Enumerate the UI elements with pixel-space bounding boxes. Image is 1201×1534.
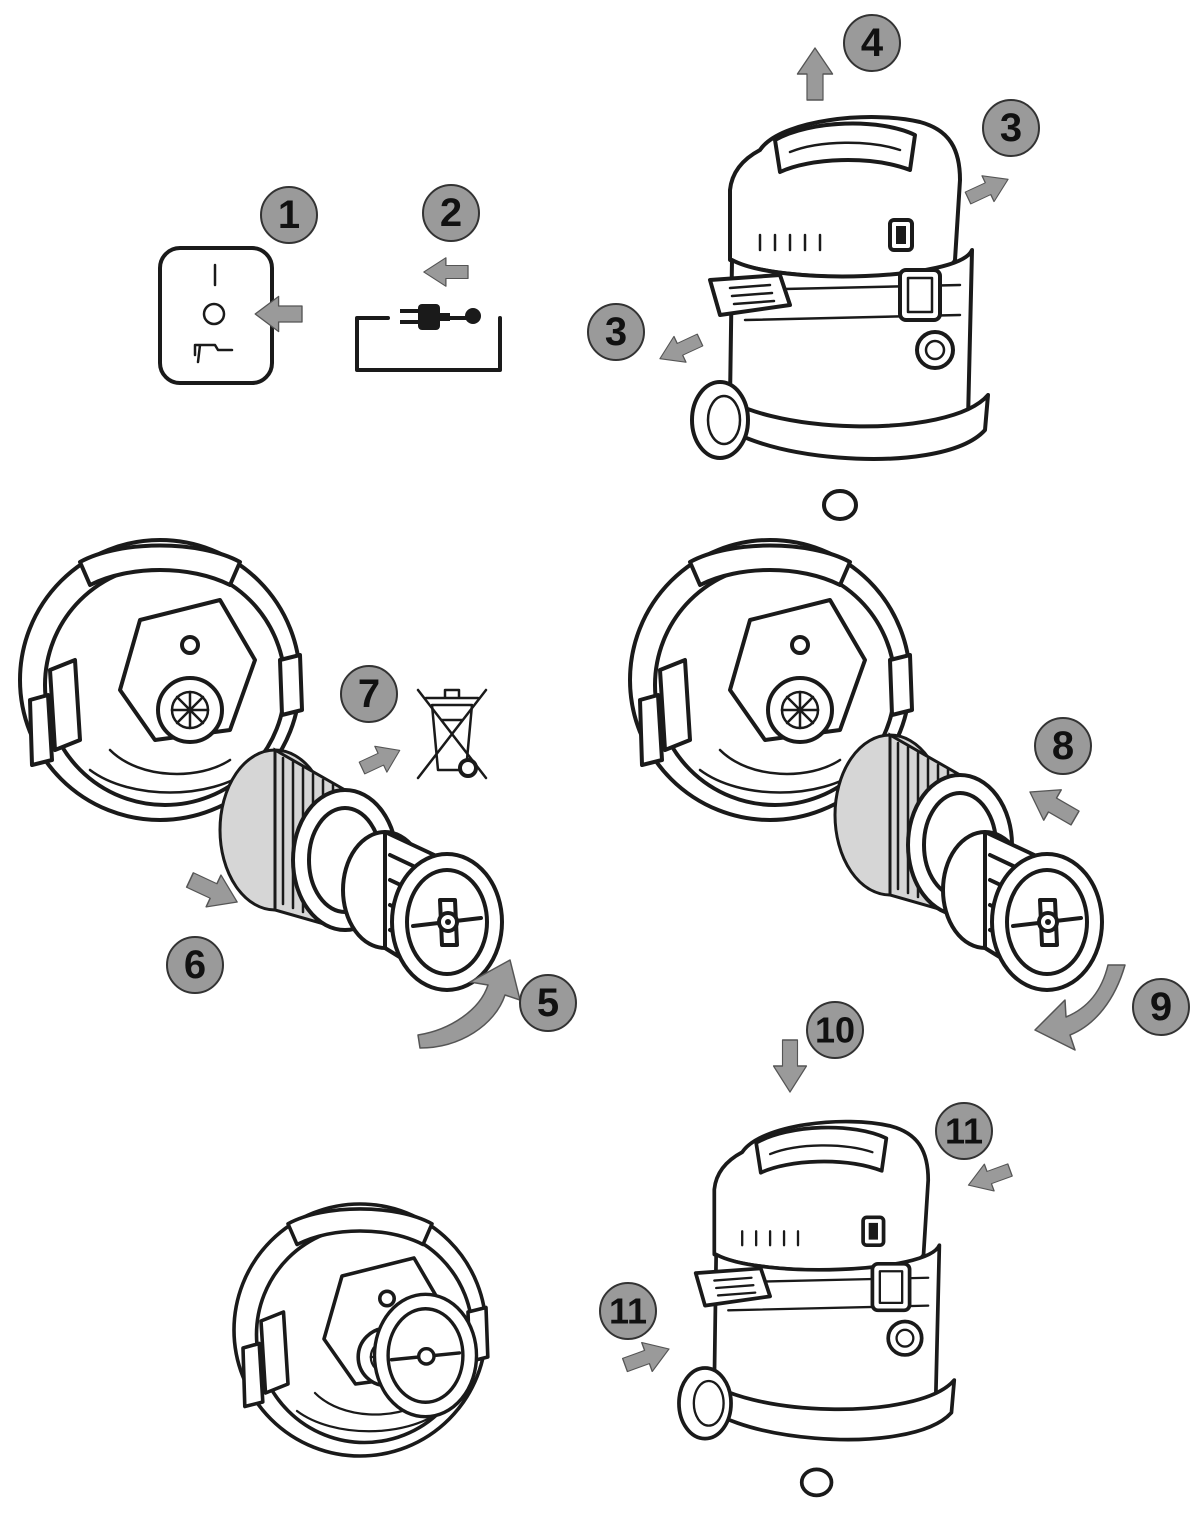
step-badge-11-left: 11 (599, 1282, 657, 1340)
screw-basket-arrow (1034, 964, 1126, 1051)
unplug-diagram (355, 257, 502, 372)
svg-text:11: 11 (609, 1291, 647, 1332)
lift-lid-arrow (796, 47, 834, 101)
insert-filter-arrow (1020, 776, 1085, 834)
step-badge-9: 9 (1132, 978, 1190, 1036)
power-tool-icon (193, 343, 234, 364)
svg-text:4: 4 (861, 21, 884, 65)
release-latch-arrow-left (653, 326, 707, 373)
step-badge-3-left: 3 (587, 303, 645, 361)
socket-icon (465, 308, 481, 324)
close-latch-arrow-right (962, 1155, 1016, 1200)
step-badge-5: 5 (519, 974, 577, 1032)
filter-basket-install (941, 830, 1104, 992)
dispose-arrow (355, 736, 407, 782)
svg-text:7: 7 (358, 672, 380, 716)
lower-lid-arrow (772, 1039, 808, 1093)
svg-text:3: 3 (1000, 106, 1022, 150)
step-badge-11-right: 11 (935, 1102, 993, 1160)
step-badge-3-right: 3 (982, 99, 1040, 157)
svg-text:5: 5 (537, 981, 559, 1025)
switch-panel-diagram (158, 246, 303, 385)
unplug-arrow (423, 257, 469, 287)
svg-text:1: 1 (278, 193, 300, 237)
step-badge-8: 8 (1034, 717, 1092, 775)
svg-text:10: 10 (815, 1010, 855, 1051)
step-badge-6: 6 (166, 936, 224, 994)
svg-text:9: 9 (1150, 985, 1172, 1029)
step-badge-7: 7 (340, 665, 398, 723)
release-latch-arrow-right (961, 165, 1015, 212)
svg-text:8: 8 (1052, 724, 1074, 768)
vacuum-cleaner-closed (690, 115, 990, 521)
step-badge-2: 2 (422, 184, 480, 242)
step-badge-1: 1 (260, 186, 318, 244)
crossed-out-wheelie-bin-icon (416, 688, 488, 780)
step-badge-10: 10 (806, 1001, 864, 1059)
step-badge-4: 4 (843, 14, 901, 72)
vacuum-cleaner-reassembled (677, 1119, 957, 1498)
assembled-filter-basket (372, 1292, 479, 1419)
filter-basket-removal (341, 830, 504, 992)
svg-text:2: 2 (440, 191, 462, 235)
svg-text:6: 6 (184, 943, 206, 987)
power-plug-icon (400, 304, 450, 330)
close-latch-arrow-left (619, 1333, 675, 1381)
svg-text:11: 11 (945, 1111, 983, 1152)
svg-text:3: 3 (605, 310, 627, 354)
